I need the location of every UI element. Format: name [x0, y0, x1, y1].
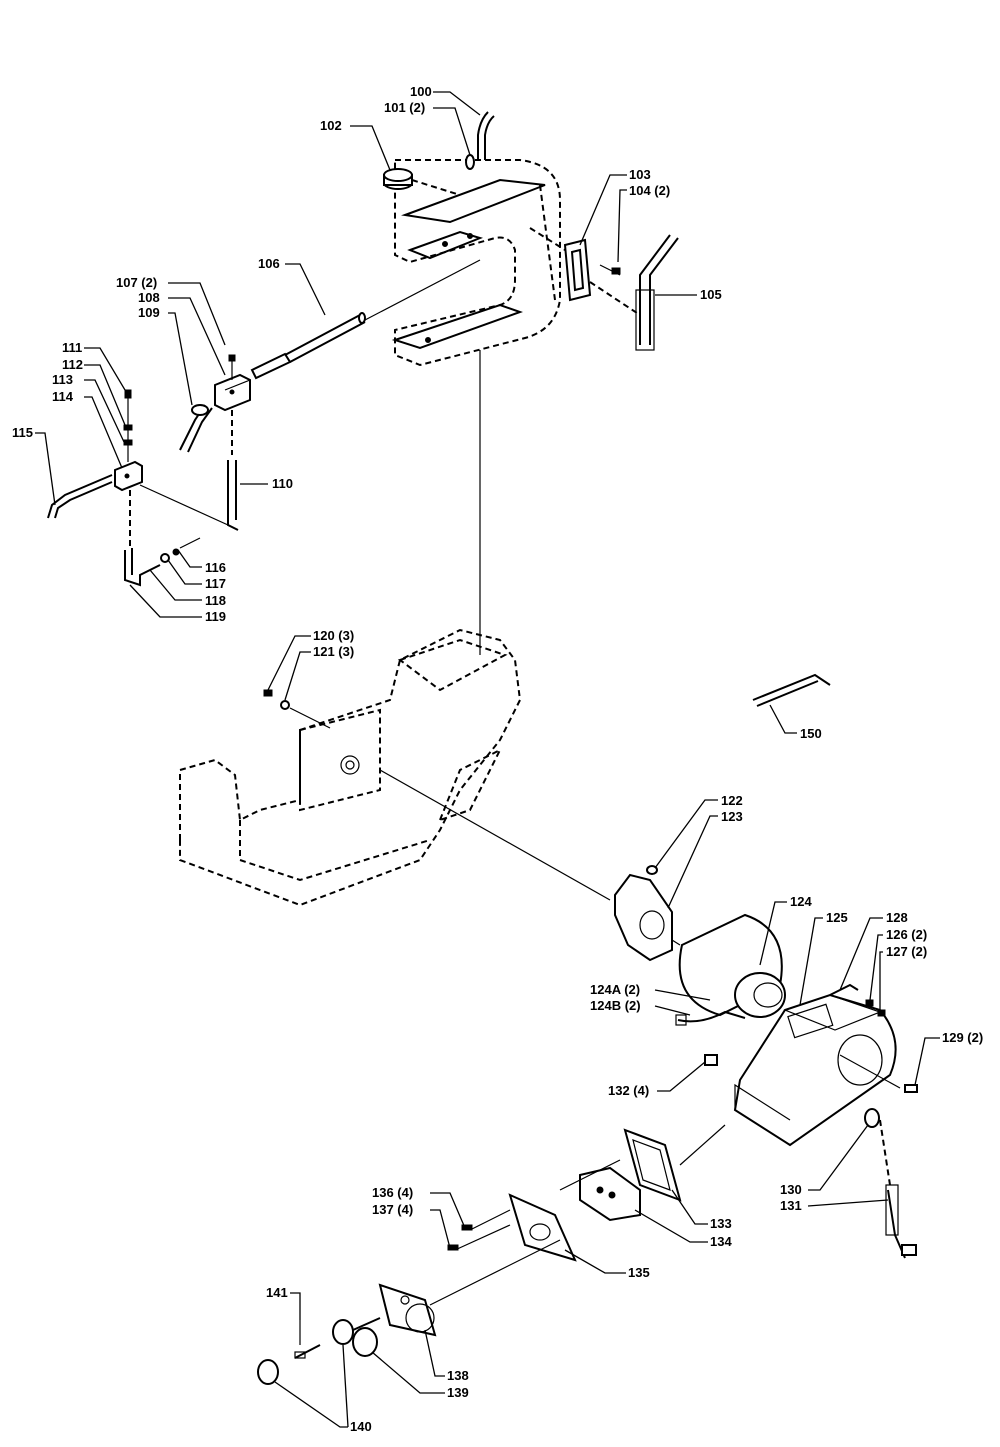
- part-123-motor-bracket: [614, 865, 673, 962]
- label-112: 112: [62, 357, 83, 372]
- part-150-hex-key: [752, 673, 831, 707]
- part-134-switch: [579, 1166, 641, 1222]
- label-138: 138: [447, 1368, 469, 1383]
- label-119: 119: [205, 609, 226, 624]
- leader-lines: [35, 91, 940, 1428]
- label-122: 122: [721, 793, 743, 808]
- label-121: 121 (3): [313, 644, 354, 659]
- part-103-bracket: [529, 227, 621, 302]
- label-116: 116: [205, 560, 226, 575]
- label-131: 131: [780, 1198, 802, 1213]
- label-114: 114: [52, 389, 74, 404]
- part-124-motor: [671, 913, 786, 1026]
- label-141: 141: [266, 1285, 288, 1300]
- part-138-gear-plate: [378, 1283, 437, 1337]
- label-150: 150: [800, 726, 822, 741]
- part-131-cord: [864, 1108, 917, 1259]
- label-139: 139: [447, 1385, 469, 1400]
- label-110: 110: [272, 476, 293, 491]
- label-102: 102: [320, 118, 342, 133]
- part-105-guide-post: [589, 234, 679, 351]
- part-119-clamp: [124, 490, 201, 587]
- label-130: 130: [780, 1182, 802, 1197]
- label-115: 115: [12, 425, 33, 440]
- label-127: 127 (2): [886, 944, 927, 959]
- part-115-rod: [47, 474, 113, 519]
- label-134: 134: [710, 1234, 732, 1249]
- part-126-screws: [865, 999, 886, 1017]
- label-108: 108: [138, 290, 160, 305]
- label-105: 105: [700, 287, 722, 302]
- label-133: 133: [710, 1216, 732, 1231]
- part-110-l-rod: [139, 410, 239, 531]
- label-126: 126 (2): [886, 927, 927, 942]
- part-135-plate: [447, 1193, 577, 1262]
- label-129: 129 (2): [942, 1030, 983, 1045]
- part-132-clips: [704, 1054, 718, 1066]
- part-102-knob: [383, 168, 461, 196]
- label-125: 125: [826, 910, 848, 925]
- label-109: 109: [138, 305, 160, 320]
- label-117: 117: [205, 576, 226, 591]
- label-113: 113: [52, 372, 73, 387]
- label-111: 111: [62, 340, 82, 355]
- label-140: 140: [350, 1419, 372, 1434]
- label-106: 106: [258, 256, 280, 271]
- part-125-motor-housing: [733, 983, 901, 1147]
- base-assembly: [179, 350, 611, 907]
- label-123: 123: [721, 809, 743, 824]
- upper-arm-housing: [391, 159, 561, 367]
- label-135: 135: [628, 1265, 650, 1280]
- part-labels: 100 101 (2) 102 103 104 (2) 105 106 107 …: [12, 84, 983, 1434]
- label-124a: 124A (2): [590, 982, 640, 997]
- part-108-block: [214, 354, 251, 412]
- label-132: 132 (4): [608, 1083, 649, 1098]
- label-104: 104 (2): [629, 183, 670, 198]
- label-128: 128: [886, 910, 908, 925]
- part-140-knob-assembly: [257, 1317, 381, 1385]
- label-100: 100: [410, 84, 432, 99]
- part-133-frame: [623, 1124, 726, 1202]
- label-137: 137 (4): [372, 1202, 413, 1217]
- label-103: 103: [629, 167, 651, 182]
- label-101: 101 (2): [384, 100, 425, 115]
- part-114-block: [114, 389, 143, 492]
- label-118: 118: [205, 593, 226, 608]
- assembly-axis-line: [429, 1159, 621, 1306]
- label-124: 124: [790, 894, 812, 909]
- part-129-screw: [904, 1084, 918, 1093]
- label-136: 136 (4): [372, 1185, 413, 1200]
- label-120: 120 (3): [313, 628, 354, 643]
- label-124b: 124B (2): [590, 998, 641, 1013]
- label-107: 107 (2): [116, 275, 157, 290]
- part-120-screws: [263, 689, 331, 729]
- part-109-lever: [179, 404, 213, 453]
- part-106-rod: [250, 259, 481, 380]
